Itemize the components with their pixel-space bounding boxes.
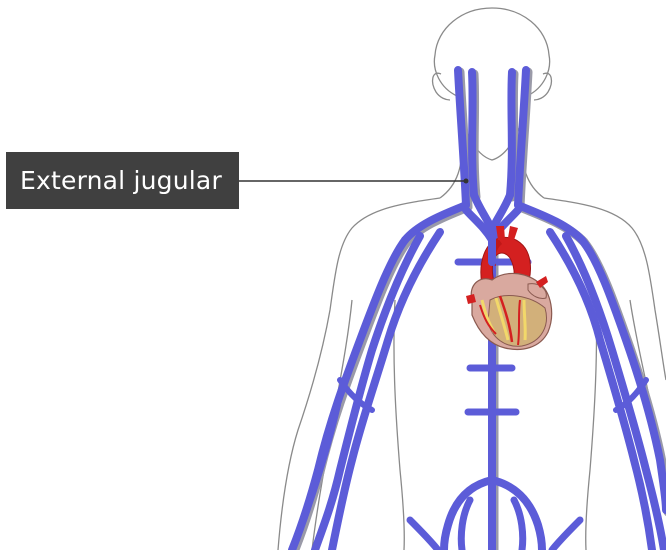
left-shoulder-outline: [277, 197, 441, 550]
leader-dot: [463, 178, 469, 184]
left-subclavian: [401, 201, 470, 244]
right-pelvic-vein: [548, 516, 584, 550]
internal-jugular-left: [468, 68, 478, 199]
right-elbow-cross: [613, 377, 649, 413]
coronary-artery: [498, 295, 514, 343]
neck-cross-right: [488, 191, 514, 234]
structure-label-text: External jugular: [20, 166, 222, 195]
right-torso-outline: [585, 299, 598, 550]
left-atrium: [527, 283, 547, 299]
left-pelvic-vein: [406, 516, 442, 550]
coronary-fat-1: [494, 297, 510, 341]
left-internal-iliac: [457, 496, 474, 550]
aortic-branch-1: [496, 226, 505, 240]
right-shoulder-outline: [543, 197, 666, 381]
right-subclavian: [514, 201, 586, 244]
right-iliac: [488, 476, 546, 550]
neck-left-outline: [439, 139, 463, 199]
structure-label: External jugular: [6, 152, 239, 209]
left-elbow-cross: [337, 377, 375, 413]
left-ear-outline: [431, 72, 451, 101]
external-jugular-left: [454, 66, 470, 209]
left-arm-vein-inner: [328, 228, 444, 550]
pulmonary-vein-left: [466, 294, 476, 304]
coronary-vein: [517, 299, 521, 346]
left-torso-outline: [393, 299, 405, 550]
right-arm-vein-outer: [578, 236, 666, 514]
heart-ventricle: [487, 295, 547, 347]
left-iliac: [440, 476, 496, 550]
aortic-branch-2: [508, 226, 518, 240]
external-jugular-right: [514, 66, 530, 209]
heart: [466, 226, 553, 351]
right-internal-iliac: [510, 496, 527, 550]
head-outline: [433, 7, 551, 97]
coronary-artery-2: [479, 304, 497, 335]
internal-jugular-right: [506, 68, 516, 199]
right-ear-outline: [533, 72, 553, 101]
coronary-fat-2: [522, 299, 527, 341]
left-forearm-vein: [301, 402, 341, 523]
right-arm-vein-inner: [546, 228, 656, 550]
pulmonary-vein-right: [536, 276, 548, 288]
